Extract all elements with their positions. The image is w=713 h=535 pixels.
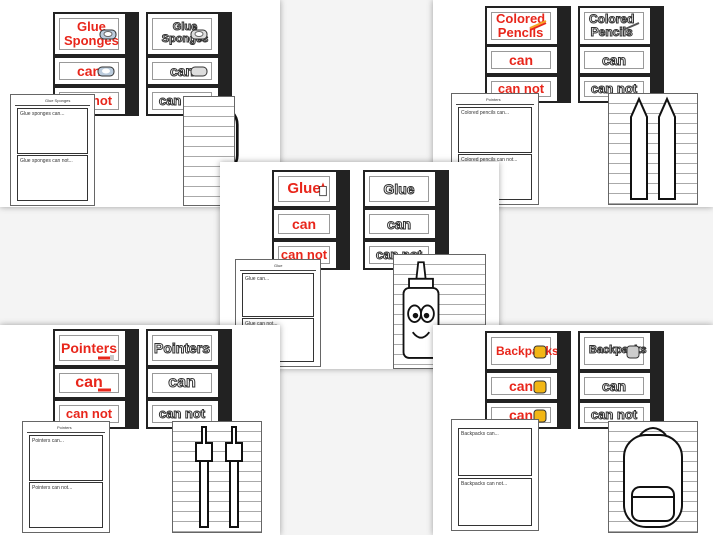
title-card-red: Glue (272, 170, 350, 208)
can-label: can (601, 377, 627, 394)
card-title-line1: Colored (496, 11, 546, 27)
prompt-can-not: Glue can not... (245, 321, 278, 327)
worksheet: Pointers Pointers can... Pointers can no… (22, 421, 110, 533)
backpack-icon (626, 345, 640, 359)
sheet-header: Glue Sponges (45, 98, 71, 103)
can-card-red: can (272, 208, 350, 240)
backpack-icon (623, 427, 683, 528)
sheet-header: Pointers (57, 425, 72, 430)
word-strip (608, 93, 698, 205)
title-card-outline: Backpacks (578, 331, 664, 371)
glue-bottle-icon (319, 182, 327, 197)
can-card-red: can (485, 45, 571, 75)
title-card-outline: Glue (363, 170, 449, 208)
prompt-can: Colored pencils can... (461, 110, 510, 116)
pencils-icon (529, 20, 547, 31)
sponge-icon (190, 29, 208, 40)
can-label: can (601, 51, 627, 68)
card-title: Pointers (153, 339, 210, 356)
pencils-icon (630, 96, 676, 200)
can-label: can (169, 62, 195, 79)
sponge-icon (99, 29, 117, 40)
prompt-can-not: Glue sponges can not... (20, 158, 73, 164)
sponge-icon (97, 66, 115, 77)
sheet-header: Pointers (486, 97, 501, 102)
title-card-red: Backpacks (485, 331, 571, 371)
can-card-outline: can (578, 371, 664, 401)
word-strip (172, 421, 262, 533)
can-card-red: can (53, 56, 139, 86)
prompt-can: Backpacks can... (461, 431, 499, 437)
can-label: can (386, 215, 412, 232)
pointer-icon (98, 388, 111, 392)
card-title: Glue (383, 180, 415, 197)
worksheet: Glue Sponges Glue sponges can... Glue sp… (10, 94, 95, 206)
prompt-can: Glue can... (245, 276, 270, 282)
card-title-line2: Pencils (590, 25, 633, 39)
sheet-header: Glue (274, 263, 283, 268)
can-card-red: can (53, 367, 139, 399)
panel-backpacks: Backpacks Backpacks can can can can not … (433, 325, 713, 535)
can-label: can (291, 215, 317, 232)
can-label: can (508, 51, 534, 68)
can-not-label: can not (590, 407, 638, 423)
can-label: can (75, 373, 103, 391)
prompt-can-not: Pointers can not... (32, 485, 73, 491)
title-card-outline: Pointers (146, 329, 232, 367)
prompt-can-not: Colored pencils can not... (461, 157, 518, 163)
backpack-icon (533, 380, 547, 394)
can-label: can (76, 62, 102, 79)
can-label: can (508, 377, 534, 394)
can-card-outline: can (146, 367, 232, 399)
can-not-label: can (508, 406, 534, 423)
card-title-line1: Colored (588, 12, 635, 27)
backpack-icon (533, 345, 547, 359)
pointer-icon (98, 355, 114, 362)
card-title: Backpacks (496, 343, 559, 358)
worksheet: Backpacks can... Backpacks can not... (451, 419, 539, 531)
can-not-label: can not (65, 406, 113, 422)
title-card-red: Pointers (53, 329, 139, 367)
can-card-outline: can (363, 208, 449, 240)
can-not-label: can not (590, 81, 638, 97)
prompt-can: Glue sponges can... (20, 111, 65, 117)
can-card-red: can (485, 371, 571, 401)
can-not-label: can not (497, 81, 545, 97)
prompt-can-not: Backpacks can not... (461, 481, 508, 487)
pointer-icon (195, 426, 243, 528)
can-card-outline: can (146, 56, 232, 86)
prompt-can: Pointers can... (32, 438, 64, 444)
sponge-icon (190, 66, 208, 77)
title-card-outline: Glue Sponges (146, 12, 232, 56)
panel-pointers: Pointers Pointers can can can not can no… (0, 325, 280, 535)
can-label: can (168, 373, 197, 391)
card-title-line1: Glue (77, 19, 106, 35)
pencils-icon (622, 22, 640, 31)
can-not-label: can not (158, 406, 206, 422)
card-title: Pointers (60, 339, 117, 356)
can-card-outline: can (578, 45, 664, 75)
can-not-label: can not (280, 247, 328, 263)
glue-bottle-icon (402, 261, 440, 359)
card-title: Glue (287, 180, 321, 198)
